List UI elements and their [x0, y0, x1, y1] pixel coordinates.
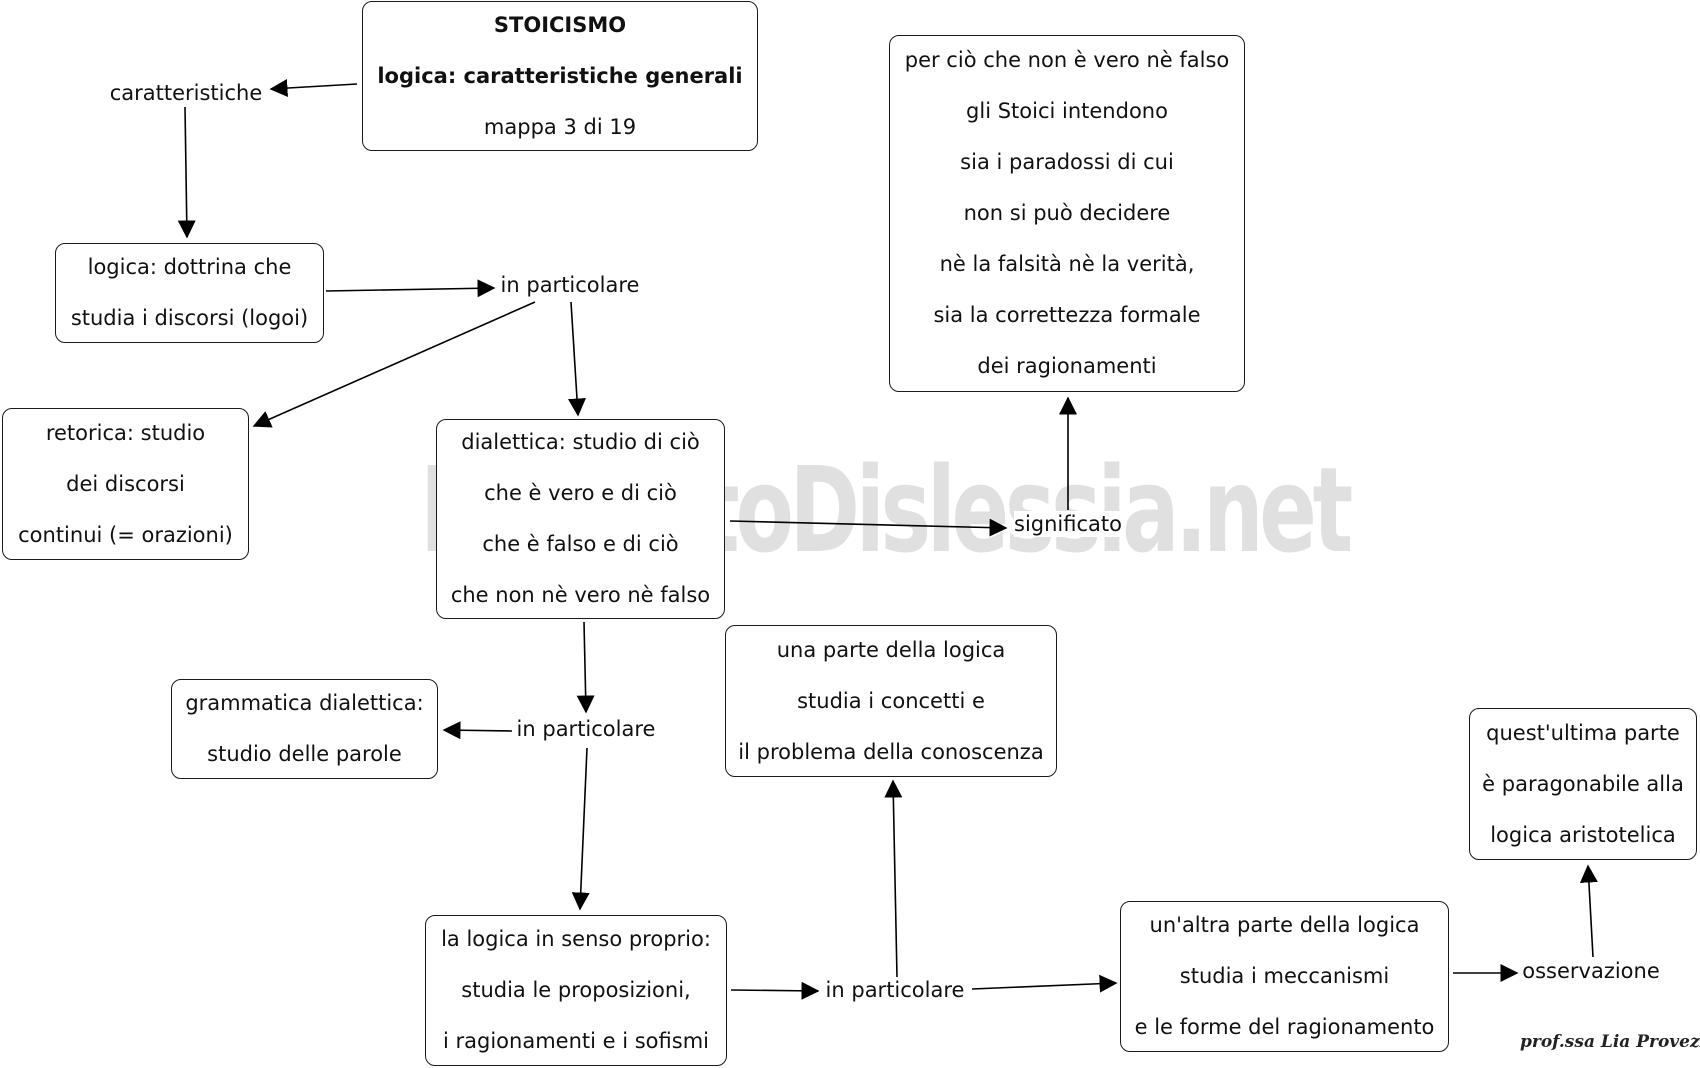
node-significato-box: per ciò che non è vero nè falso gli Stoi…	[889, 35, 1245, 392]
author-signature: prof.ssa Lia Provezza	[1520, 1032, 1700, 1052]
node-ultima-parte: quest'ultima parte è paragonabile alla l…	[1469, 708, 1697, 860]
title-map-number: mappa 3 di 19	[483, 114, 637, 139]
node-altra-parte: un'altra parte della logica studia i mec…	[1120, 901, 1449, 1052]
edge-inparticolare2-to-logicaproprio	[571, 747, 590, 911]
node-logica-senso-proprio: la logica in senso proprio: studia le pr…	[425, 915, 727, 1066]
edge-osservazione-to-ultima	[1579, 864, 1598, 958]
edge-inparticolare2-to-grammatica	[442, 721, 513, 740]
title-subject: logica: caratteristiche generali	[377, 63, 743, 88]
node-retorica: retorica: studio dei discorsi continui (…	[2, 408, 249, 560]
label-significato: significato	[1014, 511, 1122, 537]
label-osservazione: osservazione	[1522, 958, 1660, 984]
edge-inparticolare1-to-dialettica	[567, 301, 586, 417]
label-in-particolare-3: in particolare	[825, 977, 965, 1003]
edge-logicaproprio-to-inparticolare3	[730, 981, 820, 1000]
title-main: STOICISMO	[493, 12, 627, 37]
node-parte-concetti: una parte della logica studia i concetti…	[725, 625, 1057, 777]
label-in-particolare-2: in particolare	[516, 716, 656, 742]
node-dialettica: dialettica: studio di ciò che è vero e d…	[436, 419, 725, 619]
edge-dialettica-to-significato	[729, 518, 1008, 537]
edge-inparticolare1-to-retorica	[252, 301, 536, 428]
title-box: STOICISMO logica: caratteristiche genera…	[362, 1, 758, 151]
node-grammatica: grammatica dialettica: studio delle paro…	[171, 679, 438, 779]
edge-logica-to-inparticolare1	[325, 279, 496, 298]
node-logica-dottrina: logica: dottrina che studia i discorsi (…	[55, 243, 324, 343]
edge-dialettica-to-inparticolare2	[576, 621, 595, 714]
edge-title-to-caratteristiche	[269, 79, 358, 98]
edge-caratteristiche-to-logica	[177, 106, 196, 239]
label-caratteristiche: caratteristiche	[109, 80, 263, 106]
edge-inparticolare3-to-concetti	[884, 779, 903, 978]
edge-inparticolare3-to-altraparte	[971, 974, 1118, 993]
label-in-particolare-1: in particolare	[500, 272, 640, 298]
